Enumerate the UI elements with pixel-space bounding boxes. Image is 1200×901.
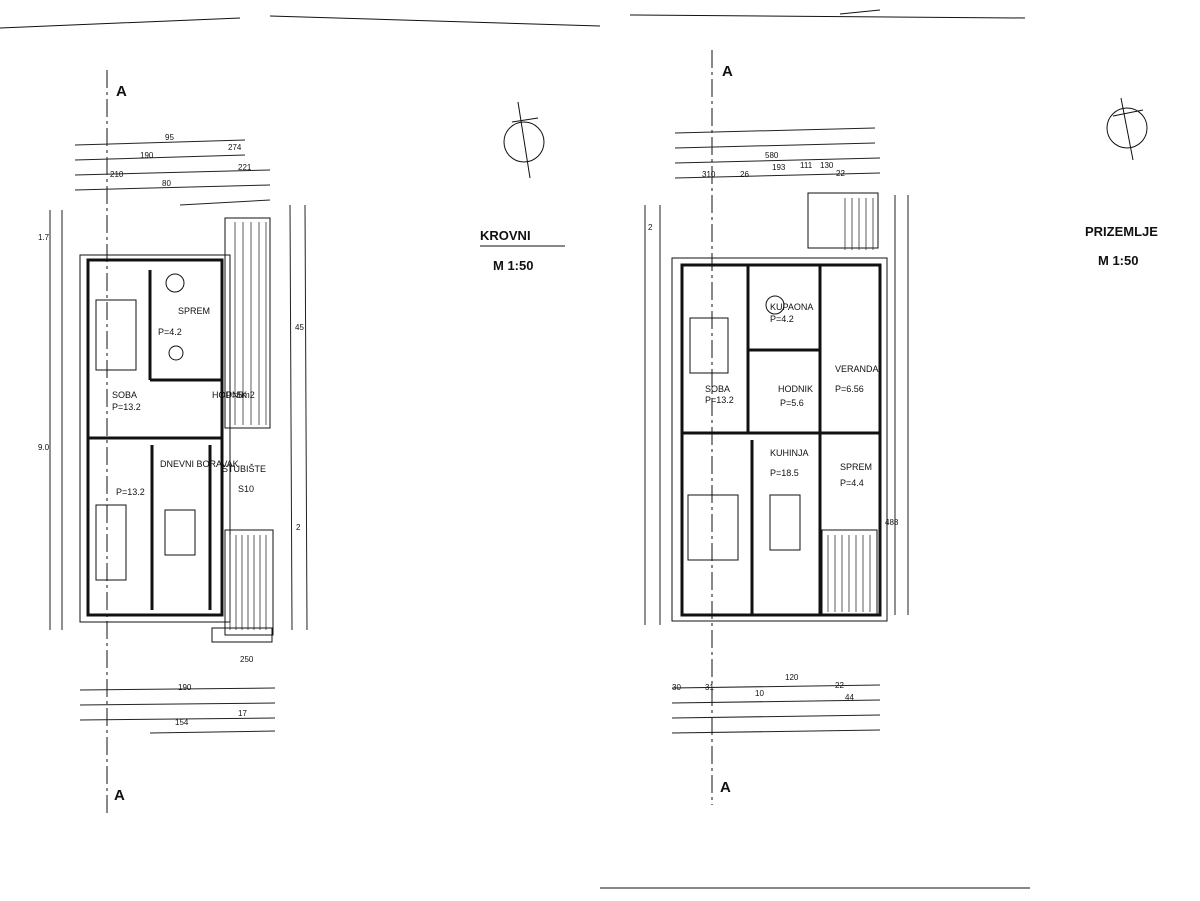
right-plan-title: PRIZEMLJE (1085, 224, 1158, 239)
svg-text:22: 22 (836, 169, 845, 178)
left-bottom-dimensions: 250 190 154 17 (79, 655, 276, 734)
right-terrace (821, 529, 878, 616)
svg-text:111: 111 (800, 161, 813, 170)
right-bottom-dimensions: 30 31 120 22 44 10 (671, 673, 881, 734)
left-section-mark-top: A (116, 83, 127, 100)
svg-text:580: 580 (765, 151, 779, 160)
svg-text:95: 95 (165, 133, 174, 142)
svg-text:120: 120 (785, 673, 799, 682)
svg-text:SOBA: SOBA (112, 390, 137, 400)
svg-text:1.7: 1.7 (38, 233, 50, 242)
svg-text:DNEVNI BORAVAK: DNEVNI BORAVAK (160, 459, 239, 469)
right-plan: A A 580 310 26 193 111 130 22 (644, 50, 1158, 805)
svg-text:22: 22 (835, 681, 844, 690)
left-room-name: SPREM (178, 306, 210, 316)
right-plan-scale: M 1:50 (1098, 253, 1138, 268)
svg-text:26: 26 (740, 170, 749, 179)
svg-text:210: 210 (110, 170, 124, 179)
left-section-mark-bottom: A (114, 787, 125, 804)
svg-text:17: 17 (238, 709, 247, 718)
svg-text:P=5m2: P=5m2 (226, 390, 255, 400)
svg-text:STUBIŠTE: STUBIŠTE (222, 464, 266, 474)
right-outer-wall (680, 263, 882, 617)
svg-text:190: 190 (178, 683, 192, 692)
svg-text:130: 130 (820, 161, 834, 170)
svg-text:30: 30 (672, 683, 681, 692)
svg-text:274: 274 (228, 143, 242, 152)
left-plan-title: KROVNI (480, 228, 531, 243)
svg-text:P=5.6: P=5.6 (780, 398, 804, 408)
svg-text:KUPAONA: KUPAONA (770, 302, 813, 312)
svg-text:VERANDA: VERANDA (835, 364, 879, 374)
svg-text:31: 31 (705, 683, 714, 692)
svg-text:P=13.2: P=13.2 (705, 395, 734, 405)
svg-text:SPREM: SPREM (840, 462, 872, 472)
svg-text:P=6.56: P=6.56 (835, 384, 864, 394)
svg-text:221: 221 (238, 163, 252, 172)
svg-text:HODNIK: HODNIK (212, 390, 247, 400)
svg-text:310: 310 (702, 170, 716, 179)
svg-text:250: 250 (240, 655, 254, 664)
svg-text:P=4.4: P=4.4 (840, 478, 864, 488)
svg-text:2: 2 (296, 523, 301, 532)
svg-text:44: 44 (845, 693, 854, 702)
left-room-area: P=4.2 (158, 327, 182, 337)
svg-text:488: 488 (885, 518, 899, 527)
svg-text:P=13.2: P=13.2 (112, 402, 141, 412)
svg-text:9.0: 9.0 (38, 443, 50, 452)
svg-text:P=13.2: P=13.2 (116, 487, 145, 497)
svg-text:SOBA: SOBA (705, 384, 730, 394)
right-section-mark-bottom: A (720, 779, 731, 796)
right-top-dimensions: 580 310 26 193 111 130 22 (674, 127, 881, 179)
left-side-dimensions: 1.7 9.0 45 2 (38, 204, 308, 631)
svg-text:KUHINJA: KUHINJA (770, 448, 809, 458)
svg-text:P=4.2: P=4.2 (770, 314, 794, 324)
svg-text:80: 80 (162, 179, 171, 188)
left-plan-scale: M 1:50 (493, 258, 533, 273)
right-entry-porch (807, 192, 879, 249)
svg-text:10: 10 (755, 689, 764, 698)
left-plan: A A 274 95 190 221 210 80 (38, 70, 565, 815)
svg-text:190: 190 (140, 151, 154, 160)
right-side-dimensions: 2 488 (644, 195, 909, 625)
svg-text:S10: S10 (238, 484, 254, 494)
svg-text:45: 45 (295, 323, 304, 332)
svg-text:154: 154 (175, 718, 189, 727)
left-stair (211, 217, 274, 643)
right-section-mark-top: A (722, 63, 733, 80)
right-north-arrow-icon (1106, 97, 1148, 161)
left-top-dimensions: 274 95 190 221 210 80 (74, 133, 271, 206)
left-north-arrow-icon (503, 101, 545, 179)
svg-text:P=18.5: P=18.5 (770, 468, 799, 478)
svg-text:193: 193 (772, 163, 786, 172)
top-edge-lines (0, 9, 1026, 29)
svg-text:2: 2 (648, 223, 653, 232)
svg-text:HODNIK: HODNIK (778, 384, 813, 394)
